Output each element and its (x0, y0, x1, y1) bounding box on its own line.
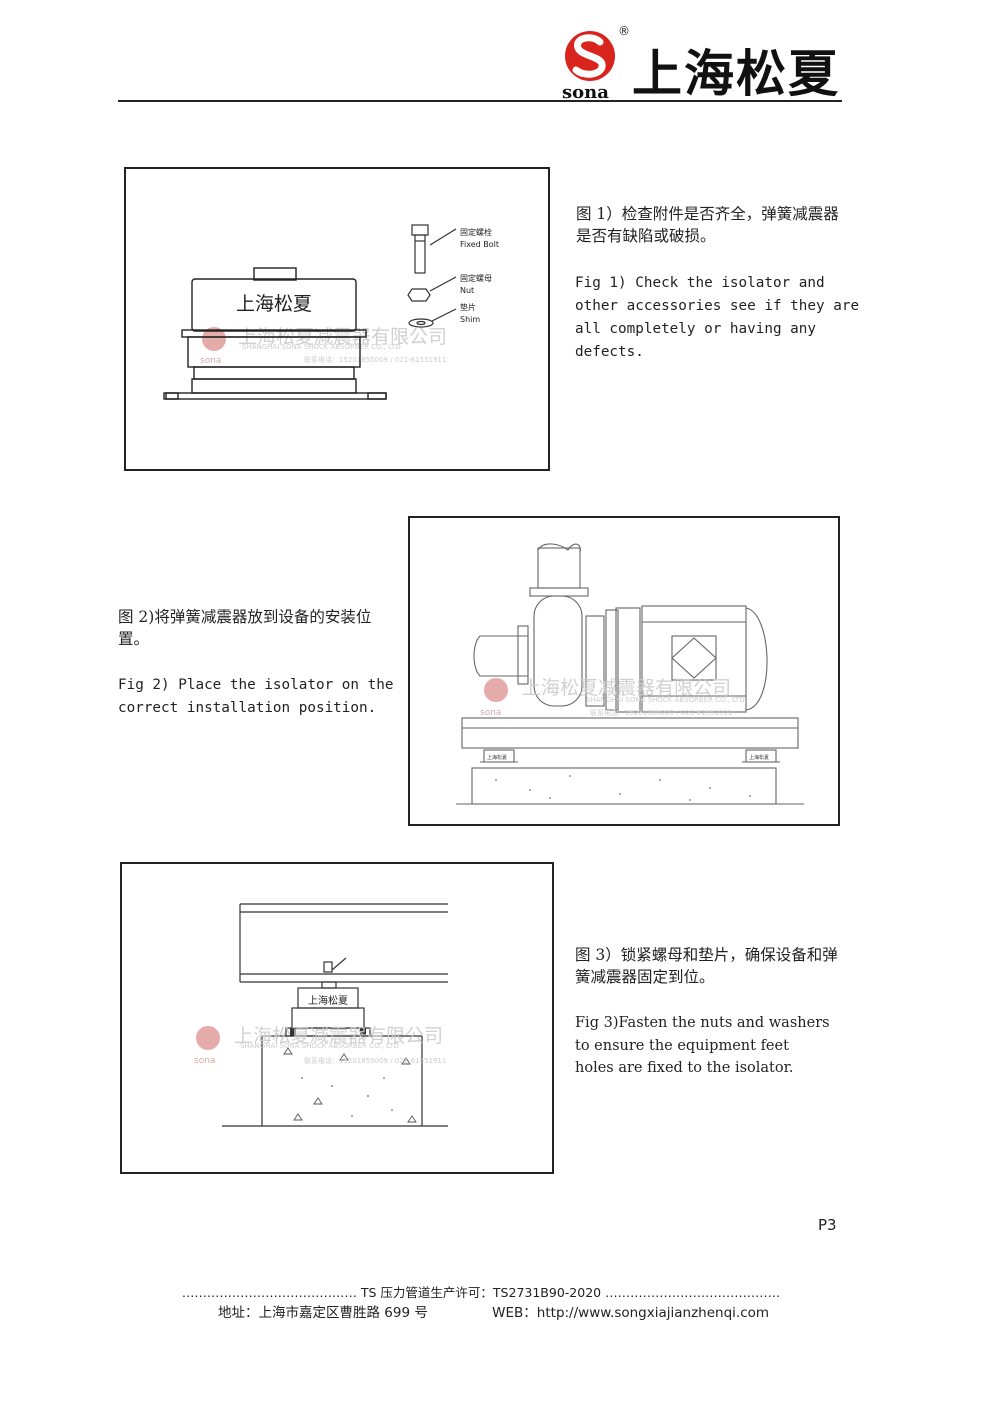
watermark-phone: 联系电话：15201855009 / 021-61551911 (590, 708, 732, 717)
footer-address: 地址：上海市嘉定区曹胜路 699 号 (218, 1305, 428, 1321)
part-bolt-cn: 固定螺栓 (460, 227, 492, 237)
figure-2-illustration: 上海松夏 上海松夏 上海松夏减震器有限公司 SHANGHAI SONA SHOC… (456, 543, 804, 805)
watermark-company-cn: 上海松夏减震器有限公司 (522, 677, 731, 699)
part-bolt-en: Fixed Bolt (460, 240, 499, 249)
figure-1-caption-en: Fig 1) Check the isolator and other acce… (575, 275, 860, 360)
part-shim-cn: 垫片 (460, 302, 476, 312)
isolator-label-right: 上海松夏 (749, 754, 769, 761)
watermark-logo: sona (480, 708, 501, 718)
brand-name-cn: 上海松夏 (632, 45, 840, 103)
watermark-logo: sona (200, 356, 221, 366)
registered-mark: ® (618, 24, 630, 38)
page-number: P3 (818, 1216, 837, 1234)
figure-1-caption-cn: 图 1）检查附件是否齐全，弹簧减震器是否有缺陷或破损。 (576, 205, 839, 245)
footer-license-line: …………………………………… TS 压力管道生产许可：TS2731B90-202… (136, 1282, 826, 1301)
watermark-company-en: SHANGHAI SONA SHOCK ABSORBER CO., LTD (242, 343, 401, 351)
part-nut-en: Nut (460, 286, 474, 295)
isolator-label-left: 上海松夏 (487, 754, 507, 761)
figure-1-frame: 上海松夏减震器有限公司 SHANGHAI SONA SHOCK ABSORBER… (124, 167, 550, 471)
header-rule (118, 100, 842, 102)
watermark-company-cn: 上海松夏减震器有限公司 (234, 1025, 443, 1047)
figure-2-caption-en: Fig 2) Place the isolator on the correct… (118, 677, 394, 716)
watermark: 上海松夏减震器有限公司 SHANGHAI SONA SHOCK ABSORBER… (194, 1025, 446, 1066)
watermark: 上海松夏减震器有限公司 SHANGHAI SONA SHOCK ABSORBER… (480, 677, 745, 718)
figure-2-frame: 上海松夏 上海松夏 上海松夏减震器有限公司 SHANGHAI SONA SHOC… (408, 516, 840, 826)
watermark-phone: 联系电话：15201855009 / 021-61551911 (304, 355, 446, 364)
footer-web-link[interactable]: WEB：http://www.songxiajianzhenqi.com (492, 1305, 770, 1321)
isolator-label: 上海松夏 (308, 994, 348, 1007)
footer-license: TS 压力管道生产许可：TS2731B90-2020 (360, 1285, 602, 1300)
sona-logo-icon (565, 31, 615, 81)
figure-2-caption-cn: 图 2)将弹簧减震器放到设备的安装位置。 (118, 608, 372, 648)
figure-1-illustration: 上海松夏减震器有限公司 SHANGHAI SONA SHOCK ABSORBER… (163, 224, 499, 400)
watermark-logo: sona (194, 1056, 215, 1066)
brand-name-en: sona (562, 82, 609, 103)
part-shim-en: Shim (460, 315, 480, 324)
figure-3-caption-en: Fig 3)Fasten the nuts and washers to ens… (575, 1015, 830, 1076)
watermark: 上海松夏减震器有限公司 SHANGHAI SONA SHOCK ABSORBER… (200, 326, 447, 366)
figure-3-frame: 上海松夏 上海松夏减震器有限公司 SHANGHAI SONA SHOCK ABS… (120, 862, 554, 1174)
footer-contact-line: 地址：上海市嘉定区曹胜路 699 号 WEB：http://www.songxi… (218, 1301, 769, 1321)
watermark-phone: 联系电话：15201855009 / 021-61551911 (304, 1056, 446, 1065)
footer-leader-dots-left: …………………………………… (181, 1285, 357, 1300)
part-nut-cn: 固定螺母 (460, 273, 492, 283)
figure-3-illustration: 上海松夏 上海松夏减震器有限公司 SHANGHAI SONA SHOCK ABS… (194, 903, 448, 1127)
isolator-label: 上海松夏 (236, 293, 312, 315)
watermark-company-en: SHANGHAI SONA SHOCK ABSORBER CO., LTD (240, 1042, 399, 1050)
figure-3-caption-cn: 图 3）锁紧螺母和垫片，确保设备和弹簧减震器固定到位。 (575, 946, 838, 986)
footer-leader-dots-right: …………………………………… (605, 1285, 781, 1300)
watermark-company-en: SHANGHAI SONA SHOCK ABSORBER CO., LTD (586, 696, 745, 704)
